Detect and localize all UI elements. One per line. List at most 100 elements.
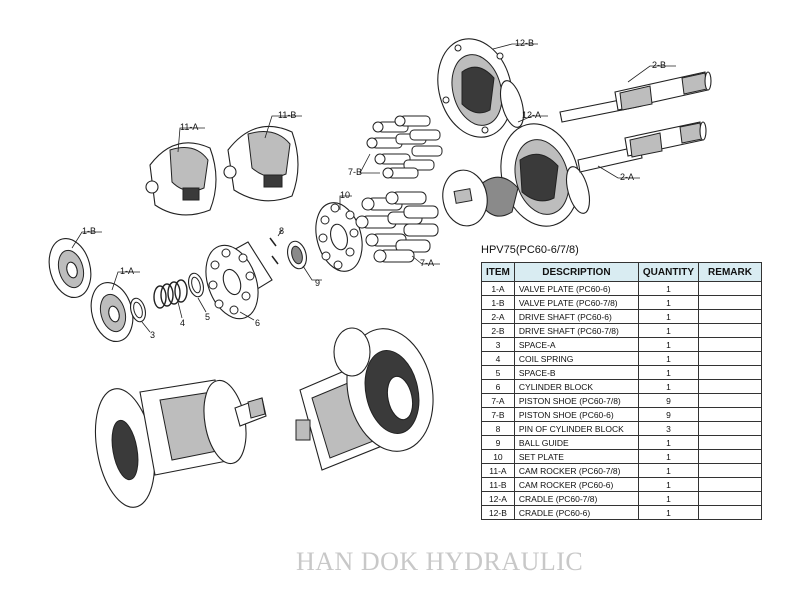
label-12-a: 12-A [522,110,541,120]
row-description: SPACE-A [513,337,639,352]
row-remark [698,309,762,324]
row-description: COIL SPRING [513,351,639,366]
ball-guide-9 [287,240,307,270]
label-10: 10 [340,190,350,200]
row-item: 7-A [481,393,515,408]
drive-shaft-2a [577,121,707,173]
part-labels: 12-B 2-B 12-A 2-A 11-A 11-B 7-B 10 7-A 8… [82,38,666,340]
row-quantity: 1 [637,309,700,324]
row-quantity: 1 [637,435,700,450]
row-quantity: 9 [637,393,700,408]
label-8: 8 [279,226,284,236]
row-quantity: 1 [637,365,700,380]
row-item: 2-B [481,323,515,338]
row-quantity: 1 [637,323,700,338]
row-remark [698,379,762,394]
parts-table-title: HPV75(PC60-6/7/8) [481,244,579,256]
row-quantity: 3 [637,421,700,436]
row-quantity: 1 [637,505,700,520]
row-remark [698,491,762,506]
drive-shaft-2b [559,71,712,123]
row-quantity: 1 [637,477,700,492]
row-quantity: 1 [637,463,700,478]
row-description: BALL GUIDE [513,435,639,450]
row-item: 11-A [481,463,515,478]
label-1-a: 1-A [120,266,134,276]
row-description: PIN OF CYLINDER BLOCK [513,421,639,436]
valve-plate-1a [90,282,134,342]
valve-plate-1b [48,238,92,298]
row-quantity: 1 [637,379,700,394]
row-description: DRIVE SHAFT (PC60-6) [513,309,639,324]
row-remark [698,449,762,464]
row-remark [698,323,762,338]
piston-shoes-7a [355,191,439,263]
coil-spring-4 [153,279,188,309]
row-remark [698,351,762,366]
header-item: ITEM [481,262,515,282]
row-remark [698,421,762,436]
row-item: 1-A [481,281,515,296]
label-3: 3 [150,330,155,340]
row-description: PISTON SHOE (PC60-6) [513,407,639,422]
cylinder-block-6 [205,241,273,320]
row-item: 12-A [481,491,515,506]
row-remark [698,435,762,450]
watermark-text: HAN DOK HYDRAULIC [296,547,584,576]
row-description: CYLINDER BLOCK [513,379,639,394]
label-6: 6 [255,318,260,328]
space-a-3 [130,297,146,323]
cam-rocker-11a [145,142,217,216]
row-quantity: 1 [637,295,700,310]
label-7-a: 7-A [420,258,434,268]
row-item: 4 [481,351,515,366]
cam-rocker-11b [223,125,299,202]
label-7-b: 7-B [348,167,362,177]
space-b-5 [188,272,204,298]
label-11-b: 11-B [278,110,296,120]
row-quantity: 1 [637,281,700,296]
cradle-12b [437,38,525,138]
table-header-row: ITEM DESCRIPTION QUANTITY REMARK [481,262,762,282]
header-quantity: QUANTITY [637,262,700,282]
label-11-a: 11-A [180,122,198,132]
row-description: CRADLE (PC60-6) [513,505,639,520]
piston-shoes-7b [366,115,443,179]
row-description: CAM ROCKER (PC60-6) [513,477,639,492]
row-item: 5 [481,365,515,380]
label-9: 9 [315,278,320,288]
header-description: DESCRIPTION [513,262,639,282]
label-12-b: 12-B [515,38,534,48]
assembled-pump-left [94,379,267,508]
row-item: 12-B [481,505,515,520]
row-remark [698,407,762,422]
row-quantity: 1 [637,449,700,464]
row-item: 6 [481,379,515,394]
row-quantity: 1 [637,351,700,366]
leader-lines [71,43,676,333]
row-description: SPACE-B [513,365,639,380]
row-description: DRIVE SHAFT (PC60-7/8) [513,323,639,338]
label-2-a: 2-A [620,172,634,182]
set-plate-10 [315,202,363,272]
row-item: 10 [481,449,515,464]
row-remark [698,365,762,380]
row-description: CAM ROCKER (PC60-7/8) [513,463,639,478]
row-remark [698,281,762,296]
row-description: VALVE PLATE (PC60-7/8) [513,295,639,310]
